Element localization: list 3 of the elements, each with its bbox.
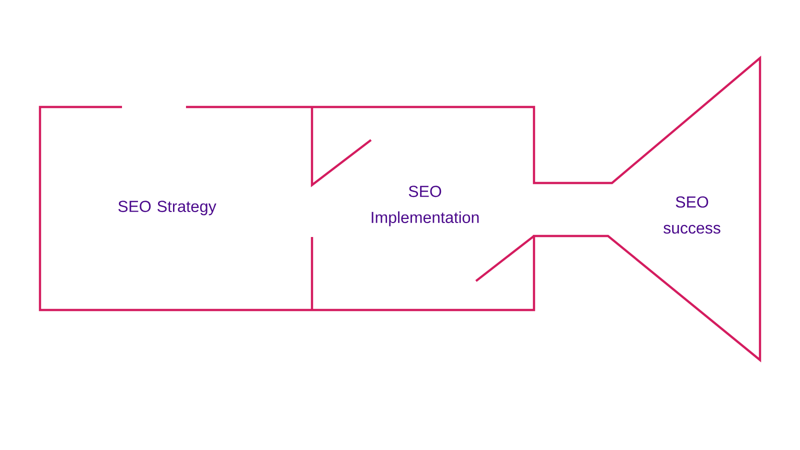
room-label: SEO Implementation: [372, 186, 479, 226]
room-label: SEO success: [664, 196, 720, 234]
room-label: SEO Strategy: [118, 200, 216, 216]
